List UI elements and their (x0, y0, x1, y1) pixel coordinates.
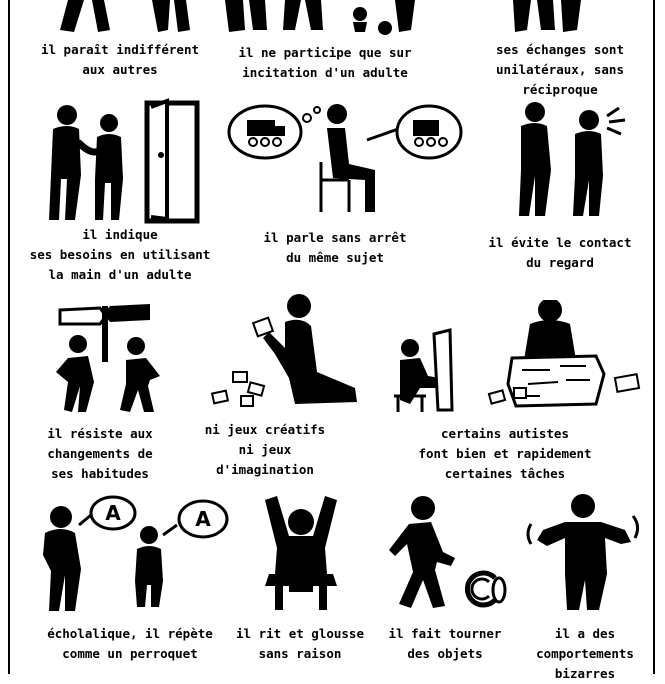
poster-frame (8, 0, 655, 674)
people-assembling-puzzle-icon (390, 300, 645, 415)
svg-text:A: A (105, 501, 121, 525)
kneeling-person-with-papers-icon (205, 292, 380, 412)
two-people-one-way-icon (505, 0, 595, 34)
seated-person-talking-about-train-icon (225, 100, 465, 220)
caption-indifferent: il paraît indifférent aux autres (40, 42, 200, 77)
caption-comportements: il a des comportements bizarres (536, 626, 634, 681)
caption-parle: il parle sans arrêt du même sujet (263, 230, 407, 265)
caption-evite: il évite le contact du regard (488, 235, 632, 270)
caption-rit: il rit et glousse sans raison (236, 626, 364, 661)
person-flapping-hands-icon (525, 490, 650, 615)
caption-echolalique: écholalique, il répète comme un perroque… (47, 626, 213, 661)
caption-indique: il indique ses besoins en utilisant la m… (29, 227, 211, 282)
caption-resiste: il résiste aux changements de ses habitu… (47, 426, 153, 481)
caption-jeux: ni jeux créatifs ni jeux d'imagination (204, 422, 326, 477)
children-at-signpost-icon (40, 300, 180, 418)
svg-text:A: A (195, 507, 211, 531)
caption-autistes: certains autistes font bien et rapidemen… (418, 426, 592, 481)
person-spinning-object-icon (385, 490, 515, 615)
caption-participe: il ne participe que sur incitation d'un … (238, 45, 412, 80)
person-repeating-speech-icon: A A (35, 495, 235, 615)
caption-tourner: il fait tourner des objets (388, 626, 502, 661)
child-holding-adult-hand-at-door-icon (35, 95, 210, 225)
aloof-person-icon (40, 0, 200, 36)
adult-prompting-child-icon (225, 0, 425, 36)
person-laughing-on-stool-icon (255, 490, 345, 615)
caption-echanges: ses échanges sont unilatéraux, sans réci… (496, 42, 624, 97)
person-avoiding-gaze-icon (505, 100, 635, 220)
